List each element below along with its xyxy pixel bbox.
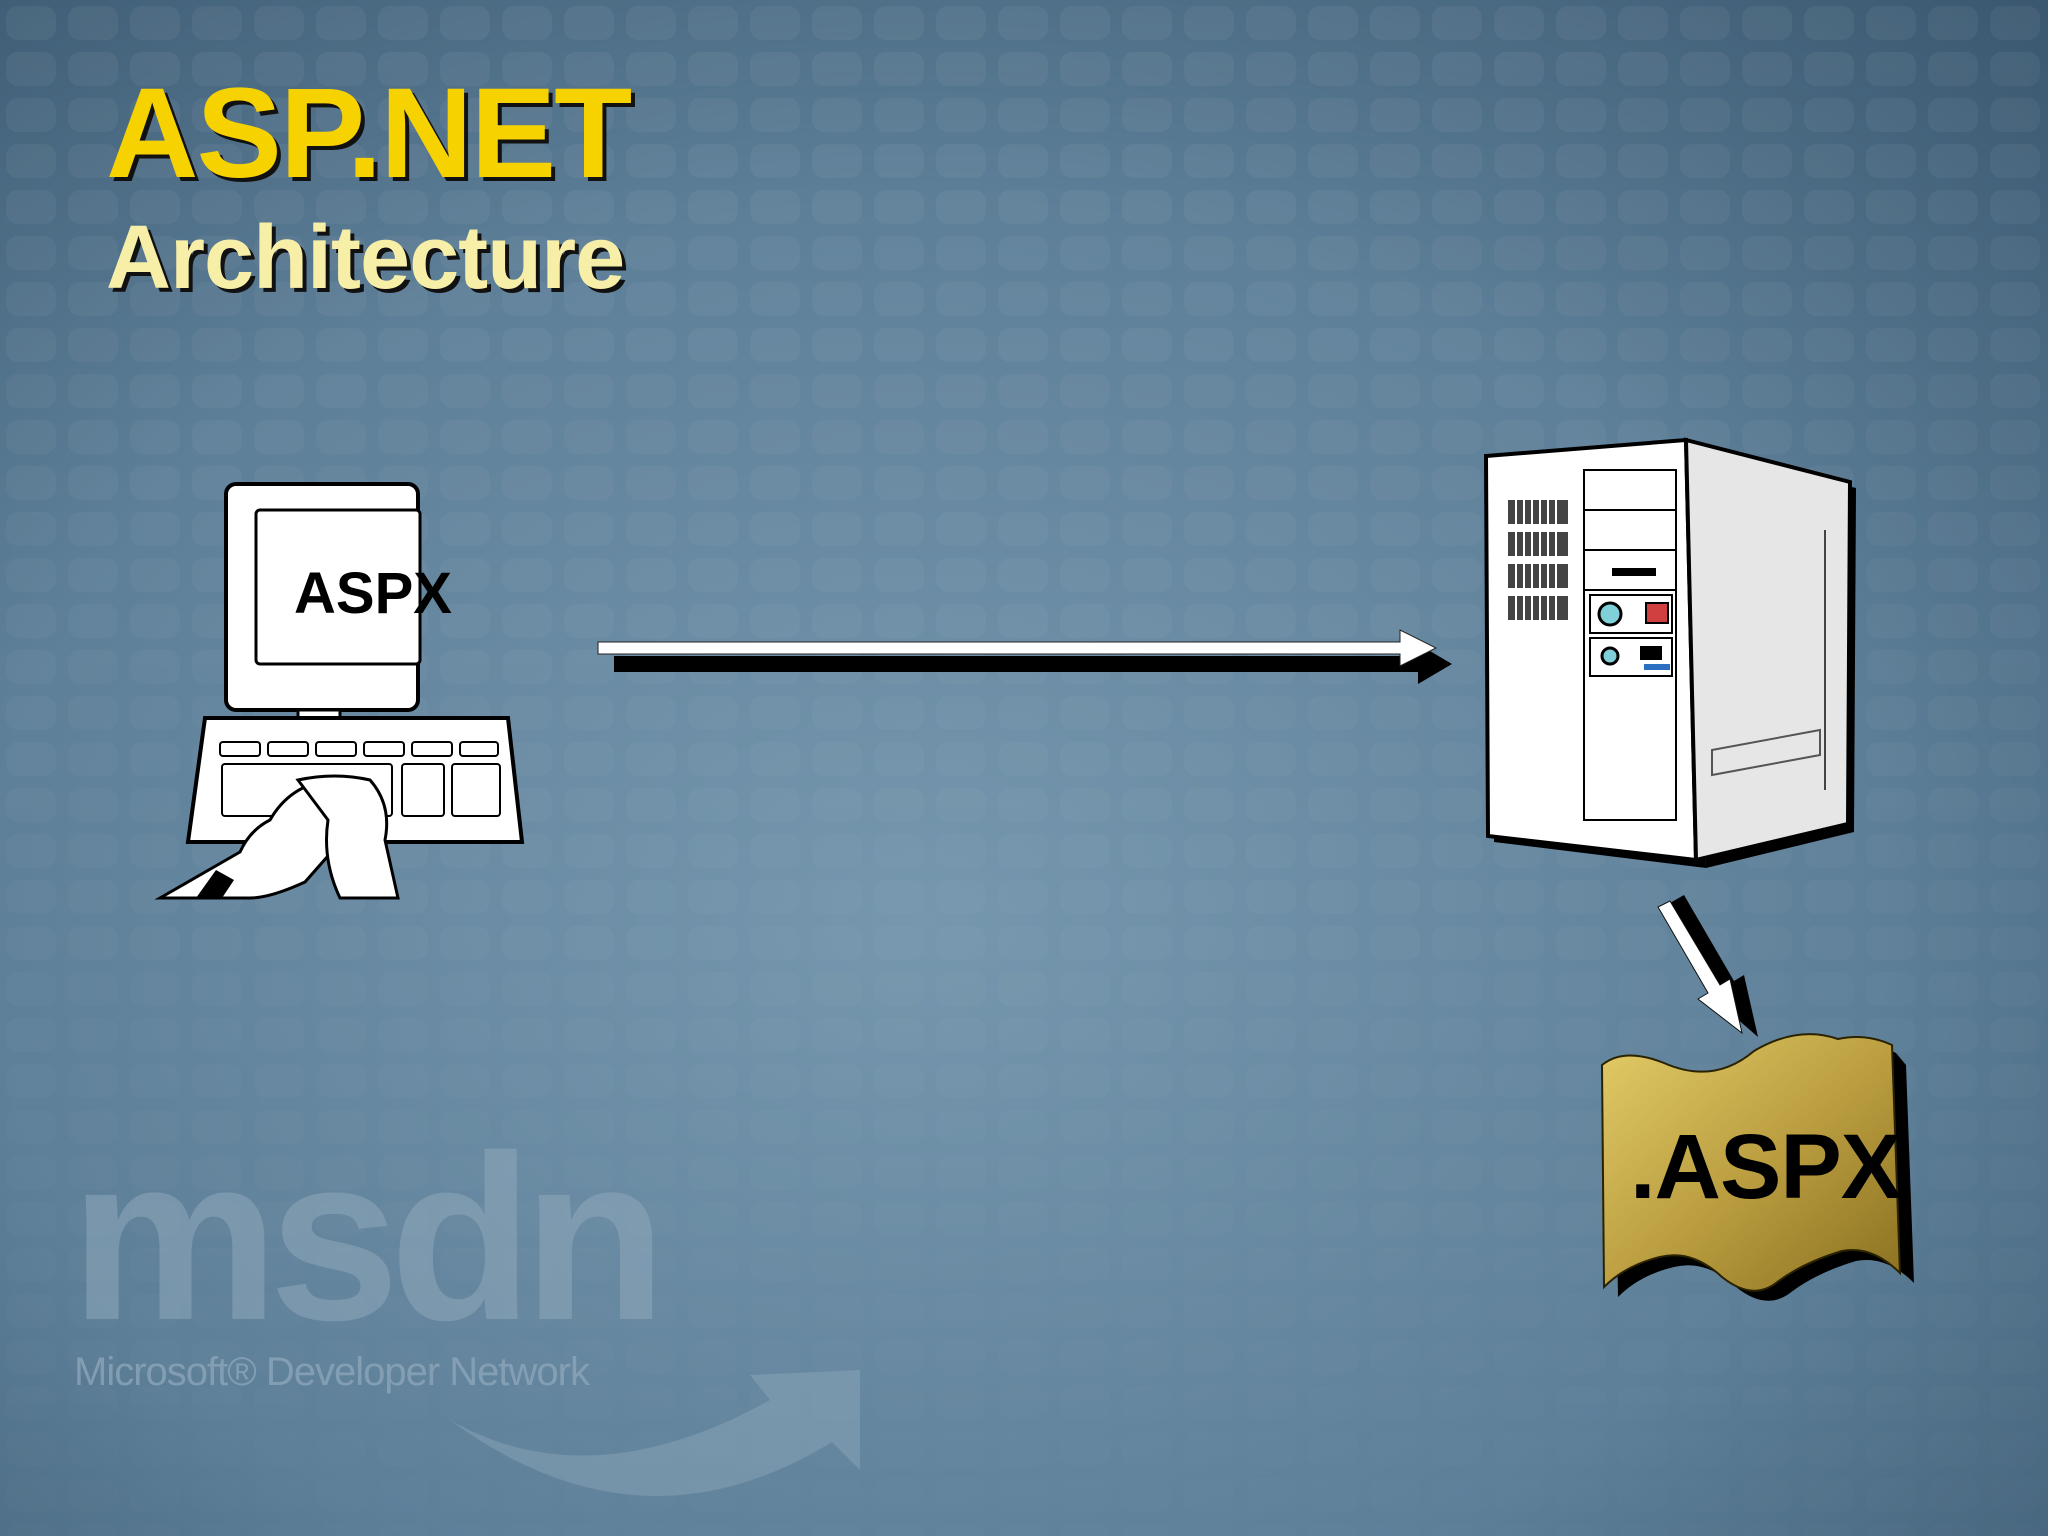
- slide-title: ASP.NET: [106, 62, 632, 205]
- process-arrow: [1657, 895, 1758, 1037]
- watermark-swoosh: [450, 1370, 860, 1496]
- request-arrow: [597, 629, 1452, 684]
- document-label: .ASPX: [1630, 1116, 1902, 1218]
- web-server: [1483, 437, 1856, 868]
- msdn-watermark-logo: msdn: [70, 1106, 667, 1369]
- aspx-document: [1600, 1033, 1914, 1301]
- msdn-watermark-tagline: Microsoft® Developer Network: [74, 1350, 590, 1394]
- client-computer: [154, 482, 525, 900]
- client-screen-label: ASPX: [294, 561, 452, 626]
- slide-subtitle: Architecture: [106, 208, 625, 308]
